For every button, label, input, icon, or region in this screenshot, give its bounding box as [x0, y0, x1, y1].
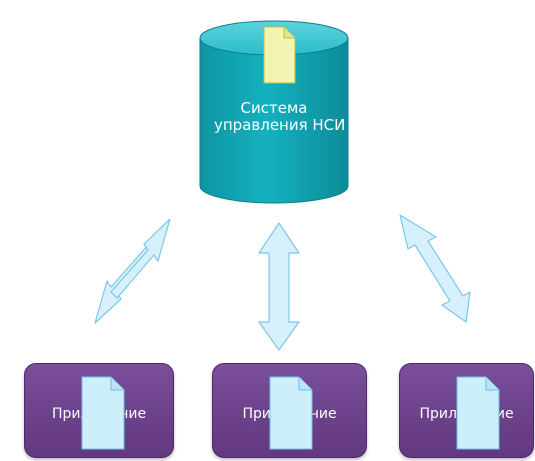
document-icon: [456, 376, 500, 450]
arrow-left: [94, 218, 171, 324]
database-label: Система управления НСИ: [214, 99, 346, 134]
application-box-2: Приложение: [212, 363, 367, 458]
database-label-line2: управления НСИ: [214, 116, 346, 134]
application-box-1: Приложение: [24, 363, 174, 458]
document-icon: [81, 376, 125, 450]
database-cylinder: [199, 20, 349, 204]
document-icon: [269, 376, 313, 450]
application-box-3: Приложение: [399, 363, 534, 458]
document-icon: [263, 26, 296, 84]
arrow-center: [258, 222, 300, 351]
database-label-line1: Система: [240, 99, 308, 117]
arrow-right: [399, 214, 471, 323]
